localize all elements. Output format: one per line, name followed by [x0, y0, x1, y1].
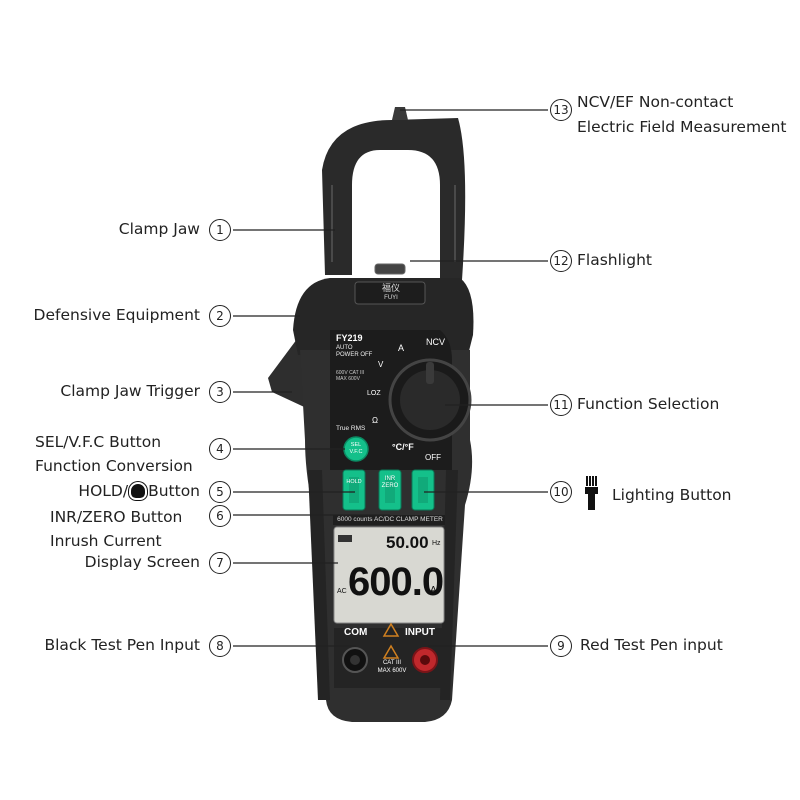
label-function-selection: Function Selection [577, 395, 720, 413]
dial-a-label: A [398, 343, 405, 353]
label-clamp-jaw: Clamp Jaw [118, 220, 200, 238]
flashlight-lens [374, 263, 406, 275]
label-hold-button: HOLD/Button [78, 482, 200, 500]
flashlight-icon [585, 476, 599, 510]
callout-5: 5 [209, 481, 231, 503]
display-ac-label: AC [337, 588, 347, 595]
inr-button [378, 469, 402, 511]
model-name: FY219 [336, 333, 363, 343]
label-lighting-button: Lighting Button [612, 486, 732, 504]
dial-loz-label: LOZ [367, 390, 381, 397]
callout-1: 1 [209, 219, 231, 241]
label-red-test-pen: Red Test Pen input [580, 636, 723, 654]
callout-3: 3 [209, 381, 231, 403]
callout-7: 7 [209, 552, 231, 574]
display-main-value: 600.0 [348, 560, 444, 604]
callout-13: 13 [550, 99, 572, 121]
callout-10: 10 [550, 481, 572, 503]
light-button [411, 469, 435, 511]
callout-12: 12 [550, 250, 572, 272]
hold-button [342, 469, 366, 511]
label-defensive-equipment: Defensive Equipment [33, 306, 200, 324]
callout-4: 4 [209, 438, 231, 460]
true-rms-label: True RMS [336, 425, 366, 432]
bulb-icon [131, 484, 146, 498]
hold-button-label[interactable]: HOLD [346, 479, 362, 485]
leader-lines [233, 109, 548, 647]
com-label: COM [344, 627, 368, 638]
dial-v-label: V [378, 360, 384, 369]
dial-ohm-label: Ω [372, 416, 378, 425]
display-screen [333, 526, 445, 624]
label-display-screen: Display Screen [84, 553, 200, 571]
callout-9: 9 [550, 635, 572, 657]
callout-6: 6 [209, 505, 231, 527]
callout-2: 2 [209, 305, 231, 327]
dial-ncv-label: NCV [426, 337, 446, 347]
display-top-unit: Hz [432, 540, 441, 547]
callout-11: 11 [550, 394, 572, 416]
display-main-unit: A [430, 585, 437, 596]
display-top-value: 50.00 [386, 533, 429, 552]
label-black-test-pen: Black Test Pen Input [44, 636, 200, 654]
clamp-jaw [322, 118, 466, 280]
dial-temp-label: °C/°F [392, 442, 414, 452]
label-clamp-jaw-trigger: Clamp Jaw Trigger [60, 382, 200, 400]
label-flashlight: Flashlight [577, 251, 652, 269]
dial-off-label: OFF [425, 453, 441, 462]
input-label: INPUT [405, 627, 435, 638]
callout-8: 8 [209, 635, 231, 657]
counts-band: 6000 counts AC/DC CLAMP METER [337, 516, 443, 523]
